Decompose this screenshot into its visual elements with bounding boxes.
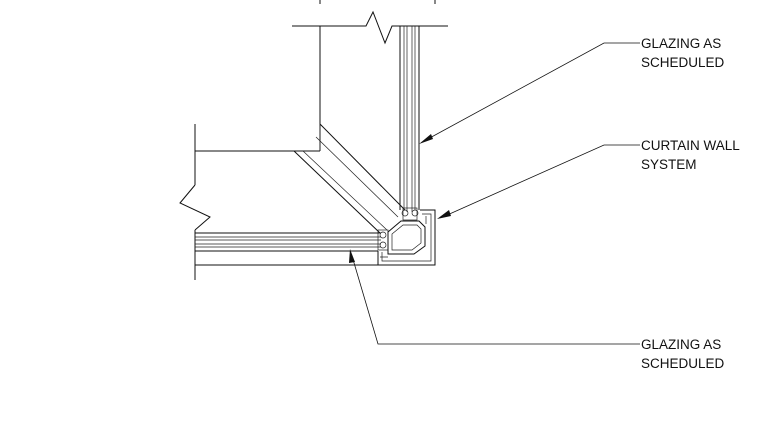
upper-wall (292, 0, 448, 151)
callout-glazing-top-line2: SCHEDULED (641, 55, 725, 70)
callout-curtain-wall-line2: SYSTEM (641, 157, 697, 172)
leader-curtain-wall (437, 144, 640, 219)
callout-glazing-top: GLAZING AS SCHEDULED (641, 36, 725, 70)
callout-glazing-bottom: GLAZING AS SCHEDULED (641, 337, 725, 371)
callout-glazing-bottom-line1: GLAZING AS (641, 337, 721, 352)
vertical-glazing (399, 26, 420, 221)
callout-curtain-wall: CURTAIN WALL SYSTEM (641, 138, 740, 172)
leader-glazing-top (419, 42, 640, 144)
corner-return-trim (293, 123, 406, 234)
left-wall (179, 124, 320, 280)
callout-glazing-top-line1: GLAZING AS (641, 36, 721, 51)
curtain-wall-mullion (377, 209, 436, 266)
callout-glazing-bottom-line2: SCHEDULED (641, 356, 725, 371)
horizontal-glazing (195, 229, 389, 266)
leader-glazing-bottom (349, 249, 640, 345)
callout-curtain-wall-line1: CURTAIN WALL (641, 138, 740, 153)
